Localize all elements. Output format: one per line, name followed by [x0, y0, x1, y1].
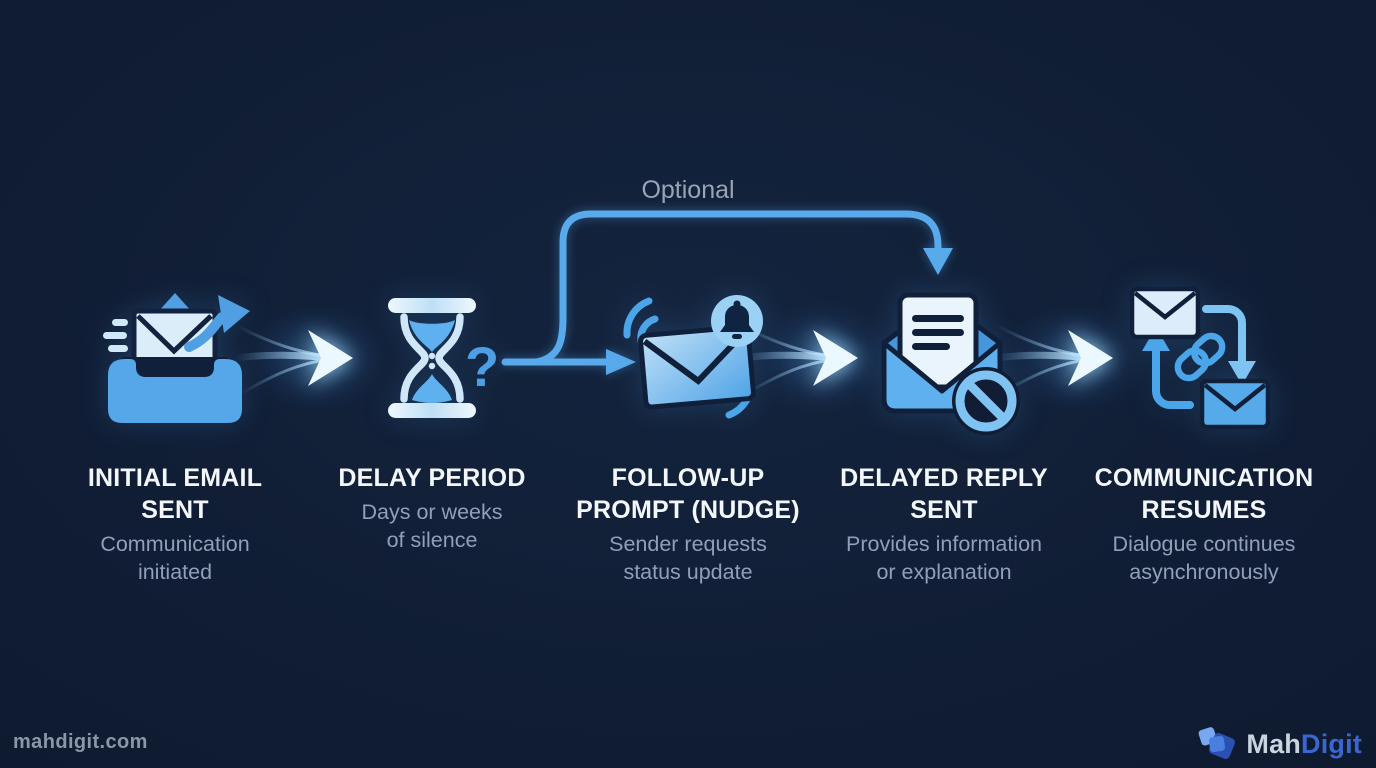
watermark-url: mahdigit.com — [13, 731, 148, 753]
stage-icon-wrap — [1089, 282, 1319, 434]
optional-label: Optional — [641, 176, 735, 204]
stage-subtitle: Days or weeks of silence — [361, 500, 503, 552]
glow-arrow-icon — [234, 298, 397, 418]
brand-name-prefix: Mah — [1246, 728, 1301, 759]
chain-link-icon — [1174, 332, 1226, 382]
stage-icon-wrap — [573, 282, 803, 434]
stage-title: INITIAL EMAIL SENT — [87, 464, 263, 524]
stage-follow-up-prompt: FOLLOW-UP PROMPT (NUDGE) Sender requests… — [573, 282, 803, 587]
hourglass-delay-icon: ? — [388, 298, 499, 418]
stage-icon-wrap — [829, 282, 1059, 435]
stage-subtitle: Dialogue continues asynchronously — [1112, 532, 1296, 584]
brand-logo: MahDigit — [1197, 725, 1362, 763]
stage-subtitle: Provides information or explanation — [846, 532, 1042, 584]
stage-title: DELAYED REPLY SENT — [840, 464, 1048, 524]
stage-subtitle: Communication initiated — [100, 532, 250, 584]
stage-title: FOLLOW-UP PROMPT (NUDGE) — [576, 464, 800, 524]
question-mark-glyph: ? — [465, 335, 499, 398]
stage-communication-resumes: COMMUNICATION RESUMES Dialogue continues… — [1089, 282, 1319, 587]
stage-subtitle: Sender requests status update — [609, 532, 767, 584]
inbox-email-sent-icon — [103, 293, 250, 423]
stage-title: DELAY PERIOD — [338, 464, 526, 492]
stage-title: COMMUNICATION RESUMES — [1094, 464, 1314, 524]
brand-name: MahDigit — [1246, 729, 1362, 760]
envelope-exchange-icon — [1129, 286, 1271, 430]
envelope-blocked-reply-icon — [881, 292, 1020, 435]
stage-delay-period: ? DELAY PERIOD Days or weeks of silence — [317, 282, 547, 555]
stage-initial-email-sent: INITIAL EMAIL SENT Communication initiat… — [60, 282, 290, 587]
stage-icon-wrap: ? — [317, 282, 547, 434]
optional-arrowhead — [923, 248, 953, 275]
envelope-bell-nudge-icon — [623, 295, 763, 419]
stage-icon-wrap — [60, 282, 290, 434]
mahdigit-logo-icon — [1198, 727, 1236, 759]
brand-name-suffix: Digit — [1301, 728, 1362, 759]
glow-arrow-connector-1 — [234, 288, 397, 428]
stage-delayed-reply-sent: DELAYED REPLY SENT Provides information … — [829, 282, 1059, 587]
